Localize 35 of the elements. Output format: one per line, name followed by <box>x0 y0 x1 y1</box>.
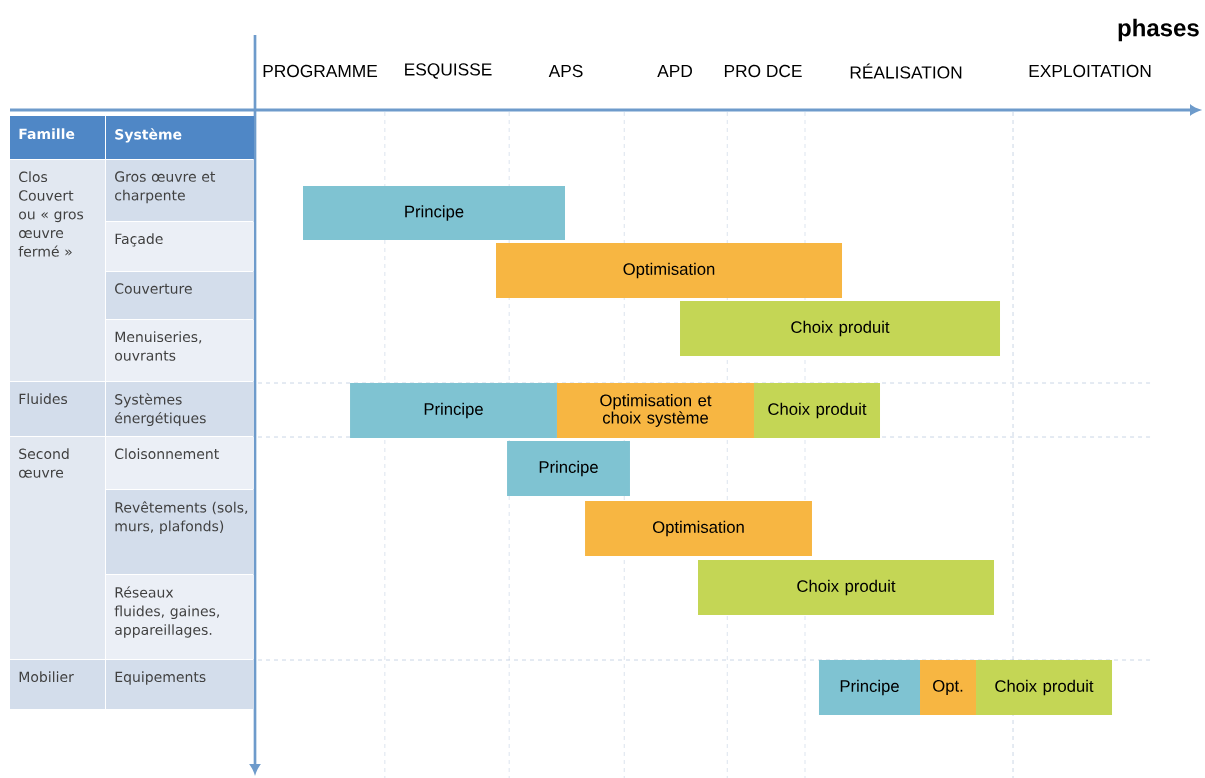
phase-bar: Choix produit <box>754 383 880 438</box>
phase-bar: Choix produit <box>698 560 994 615</box>
phase-bar: Principe <box>507 441 630 496</box>
phase-label: APS <box>548 64 583 78</box>
table-cell: Clos Couvert ou « gros œuvre fermé » <box>10 160 105 381</box>
phase-bar: Choix produit <box>976 660 1112 715</box>
table-cell: Cloisonnement <box>106 437 254 489</box>
axis-title: phases <box>1118 18 1199 42</box>
table-cell: Systèmes énergétiques <box>106 382 254 436</box>
phase-bar: Choix produit <box>680 301 1000 356</box>
phase-label: ESQUISSE <box>405 63 492 79</box>
table-cell: Second œuvre <box>10 437 105 659</box>
table-cell: Façade <box>106 222 254 271</box>
phase-label: RÉALISATION <box>850 63 962 79</box>
table-cell: Revêtements (sols, murs, plafonds) <box>106 490 254 574</box>
table-cell: Réseaux fluides, gaines, appareillages. <box>106 575 254 659</box>
phase-bar: Optimisation <box>496 243 842 298</box>
phase-bar: Opt. <box>920 660 976 715</box>
table-cell: Système <box>106 116 254 159</box>
table-cell: Mobilier <box>10 660 105 709</box>
phase-label: PROGRAMME <box>263 64 378 78</box>
phase-bar: Optimisation <box>585 501 812 556</box>
table-cell: Fluides <box>10 382 105 436</box>
phase-label: EXPLOITATION <box>1029 64 1151 78</box>
table-cell: Menuiseries, ouvrants <box>106 320 254 381</box>
phase-bar: Principe <box>819 660 921 715</box>
phase-bar: Principe <box>350 383 557 438</box>
table-cell: Couverture <box>106 272 254 319</box>
phase-bar: Optimisation et choix système <box>556 383 755 438</box>
phase-bar: Principe <box>303 186 565 240</box>
table-cell: Gros œuvre et charpente <box>106 160 254 221</box>
phase-label: APD <box>657 65 692 77</box>
phase-label: PRO DCE <box>724 64 802 78</box>
table-cell: Equipements <box>106 660 254 709</box>
table-cell: Famille <box>10 116 105 159</box>
